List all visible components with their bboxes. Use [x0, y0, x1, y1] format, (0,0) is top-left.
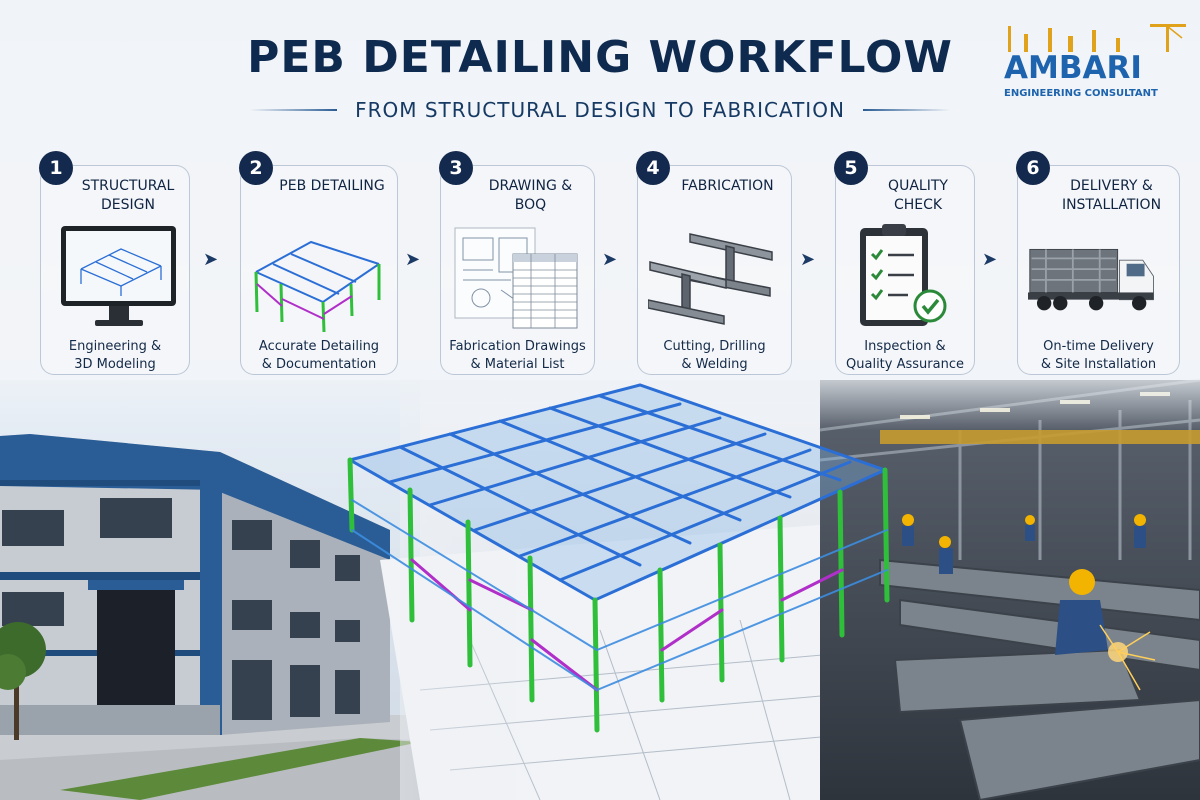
fabrication-factory — [819, 378, 1200, 800]
page-title: PEB DETAILING WORKFLOW — [247, 32, 953, 83]
step-number-badge: 5 — [834, 151, 868, 185]
arrow-right-icon: ➤ — [602, 249, 618, 269]
skyline-crane-icon — [1008, 24, 1186, 52]
step-title: STRUCTURAL DESIGN — [81, 178, 175, 213]
step-number-badge: 4 — [636, 151, 670, 185]
subtitle-rule-left — [250, 109, 338, 111]
clipboard-check-icon — [860, 224, 947, 326]
company-logo: AMBARI ENGINEERING CONSULTANT — [1004, 22, 1194, 102]
step-title: DRAWING & BOQ — [488, 178, 573, 213]
step-title: DELIVERY & INSTALLATION — [1061, 178, 1162, 213]
arrow-right-icon: ➤ — [982, 249, 998, 269]
steel-frame-icon — [254, 240, 381, 333]
steel-beams-icon — [648, 233, 773, 325]
step-title: FABRICATION — [681, 178, 774, 194]
arrow-right-icon: ➤ — [405, 249, 421, 269]
workflow-step-6: 6 DELIVERY & INSTALLATION On-time Delive… — [1016, 151, 1180, 375]
workflow-step-1: 1 STRUCTURAL DESIGN Engineering & 3D Mod… — [39, 151, 190, 375]
arrow-right-icon: ➤ — [203, 249, 219, 269]
page-subtitle: FROM STRUCTURAL DESIGN TO FABRICATION — [355, 98, 845, 122]
step-caption: Engineering & 3D Modeling — [68, 339, 162, 372]
step-caption: Accurate Detailing & Documentation — [258, 339, 380, 372]
step-number-badge: 1 — [39, 151, 73, 185]
workflow-step-5: 5 QUALITY CHECK Inspection & Quality Ass… — [834, 151, 975, 375]
drawings-boq-icon — [454, 227, 578, 329]
worker-figures — [902, 514, 1156, 691]
tree — [0, 622, 46, 740]
monitor-3d-model-icon — [61, 226, 176, 326]
arrow-right-icon: ➤ — [800, 249, 816, 269]
step-title: QUALITY CHECK — [888, 178, 948, 213]
workflow-step-2: 2 PEB DETAILING Accurate Detailing & Doc… — [239, 151, 398, 375]
step-caption: Inspection & Quality Assurance — [846, 339, 964, 372]
step-number-badge: 2 — [239, 151, 273, 185]
step-caption: On-time Delivery & Site Installation — [1040, 339, 1157, 372]
workflow-step-4: 4 FABRICATION Cutting, Drilling & Weldin… — [636, 151, 792, 375]
logo-wordmark: AMBARI — [1004, 50, 1142, 86]
3d-steel-frame-model — [347, 383, 890, 733]
step-number-badge: 6 — [1016, 151, 1050, 185]
warehouse-building — [0, 434, 390, 735]
subtitle-rule-right — [862, 109, 950, 111]
workflow-step-3: 3 DRAWING & BOQ Fabrication Drawings & M… — [439, 151, 595, 375]
step-number-badge: 3 — [439, 151, 473, 185]
step-title: PEB DETAILING — [279, 178, 385, 194]
logo-tagline: ENGINEERING CONSULTANT — [1004, 88, 1158, 99]
step-caption: Fabrication Drawings & Material List — [449, 339, 586, 372]
step-caption: Cutting, Drilling & Welding — [663, 339, 766, 372]
delivery-truck-icon — [1028, 248, 1154, 311]
subtitle-row: FROM STRUCTURAL DESIGN TO FABRICATION — [250, 95, 950, 125]
